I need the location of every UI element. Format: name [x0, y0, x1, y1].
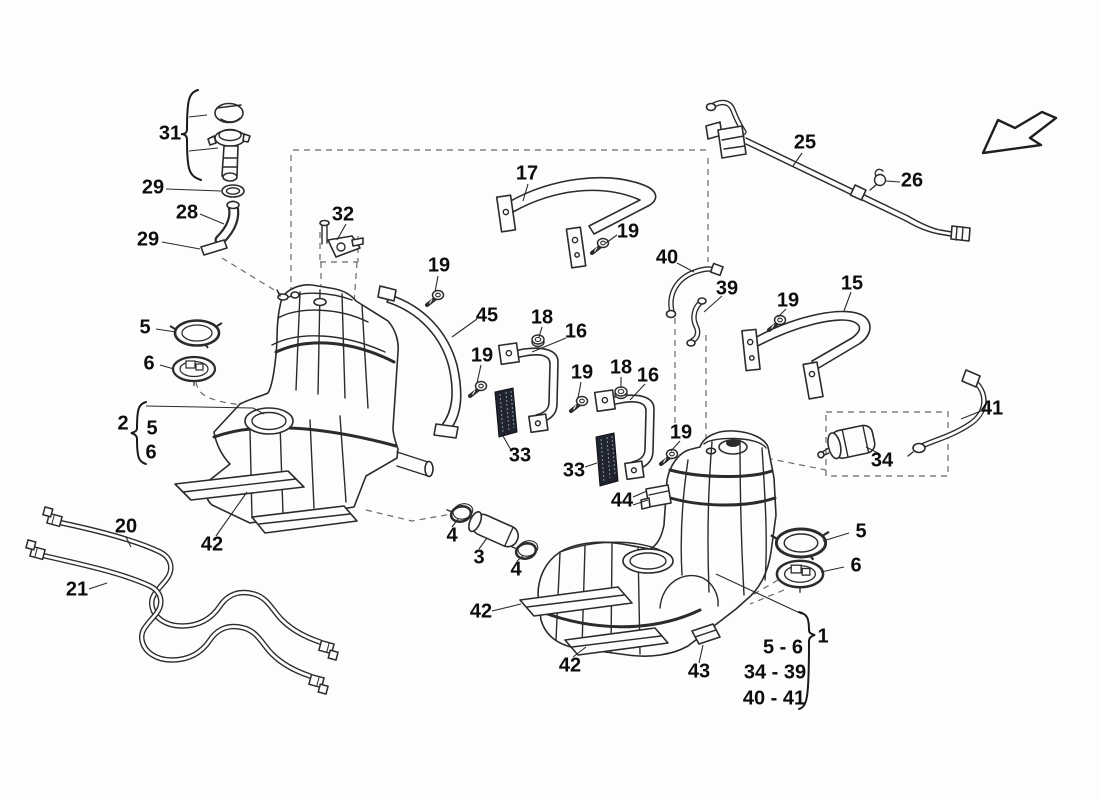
fuel-hose-41-drawing: [907, 369, 987, 457]
bracket-plate-44-drawing: [640, 484, 672, 510]
strap-17-drawing: [495, 176, 657, 269]
left-fuel-tank-drawing: [174, 284, 434, 534]
right-fuel-tank-drawing: [519, 430, 777, 657]
group-braces: [130, 89, 816, 710]
fuel-pipe-25-drawing: [705, 99, 971, 242]
hose-39-drawing: [686, 297, 707, 347]
fuel-line-21-drawing: [23, 539, 331, 695]
filler-cap-assembly-drawing: [200, 102, 251, 256]
heat-shield-pad-33b-drawing: [595, 432, 619, 487]
pump-flange-6c-drawing: [775, 559, 825, 594]
tank-outlet-pipe: [424, 460, 434, 478]
seal-ring-29-drawing: [221, 184, 245, 198]
hose-piece-29-drawing: [200, 239, 228, 256]
vent-valve-32-drawing: [319, 219, 364, 258]
locking-ring-5c-drawing: [769, 527, 831, 562]
direction-arrow-icon: [981, 110, 1058, 155]
vent-hose-40-drawing: [665, 262, 724, 319]
fuel-filter-34-drawing: [817, 424, 876, 460]
strap-45-drawing: [377, 285, 462, 439]
clip-26-drawing: [869, 168, 887, 191]
fuel-line-20-drawing: [40, 506, 341, 661]
connecting-tube-3-drawing: [468, 510, 519, 548]
heat-shield-pad-33a-drawing: [494, 387, 518, 438]
pump-flange-6a-drawing: [171, 355, 217, 388]
leader-lines: [88, 114, 982, 664]
locking-ring-5a-drawing: [168, 319, 224, 350]
strap-15-drawing: [741, 310, 871, 400]
